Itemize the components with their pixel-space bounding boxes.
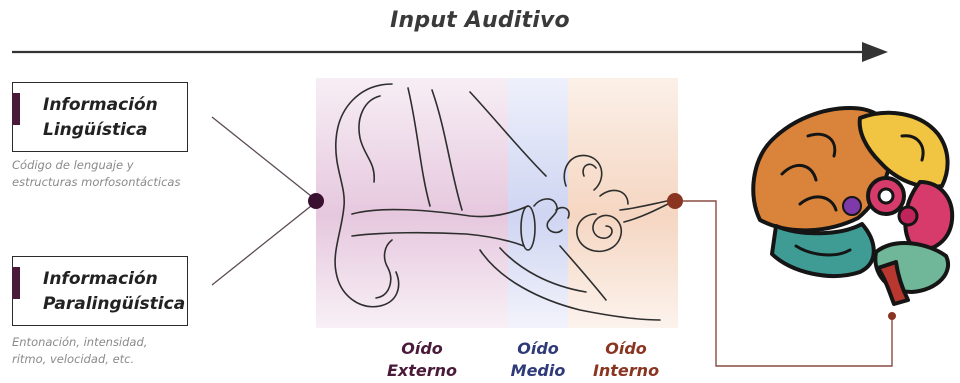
middle-ear-band bbox=[508, 78, 568, 328]
region-label-line: Interno bbox=[576, 360, 676, 382]
caption-line: ritmo, velocidad, etc. bbox=[12, 351, 147, 368]
caption-linguistica: Código de lenguaje y estructuras morfoso… bbox=[12, 157, 180, 191]
box-label-line: Información bbox=[43, 93, 158, 118]
label-oido-medio: Oído Medio bbox=[498, 338, 578, 382]
box-label-line: Lingüística bbox=[43, 118, 158, 143]
region-label-line: Oído bbox=[372, 338, 472, 360]
box-label-line: Paralingüística bbox=[43, 292, 185, 317]
brain-icon bbox=[753, 108, 952, 304]
connector-paralinguistica bbox=[212, 202, 316, 285]
connector-linguistica bbox=[212, 117, 316, 200]
box-label-paralinguistica: Información Paralingüística bbox=[43, 267, 185, 317]
accent-bar bbox=[12, 93, 20, 125]
region-label-line: Medio bbox=[498, 360, 578, 382]
info-box-linguistica: Información Lingüística bbox=[12, 82, 188, 152]
input-arrow bbox=[12, 42, 888, 62]
label-oido-externo: Oído Externo bbox=[372, 338, 472, 382]
region-label-line: Externo bbox=[372, 360, 472, 382]
input-node bbox=[308, 193, 324, 209]
caption-line: Entonación, intensidad, bbox=[12, 334, 147, 351]
box-label-linguistica: Información Lingüística bbox=[43, 93, 158, 143]
output-node bbox=[667, 193, 683, 209]
caption-paralinguistica: Entonación, intensidad, ritmo, velocidad… bbox=[12, 334, 147, 368]
info-box-paralinguistica: Información Paralingüística bbox=[12, 256, 188, 326]
region-label-line: Oído bbox=[498, 338, 578, 360]
caption-line: Código de lenguaje y bbox=[12, 157, 180, 174]
brain-connector-node bbox=[888, 312, 896, 320]
page-title: Input Auditivo bbox=[0, 8, 960, 33]
accent-bar bbox=[12, 267, 20, 299]
caption-line: estructuras morfosontácticas bbox=[12, 174, 180, 191]
label-oido-interno: Oído Interno bbox=[576, 338, 676, 382]
box-label-line: Información bbox=[43, 267, 185, 292]
region-label-line: Oído bbox=[576, 338, 676, 360]
